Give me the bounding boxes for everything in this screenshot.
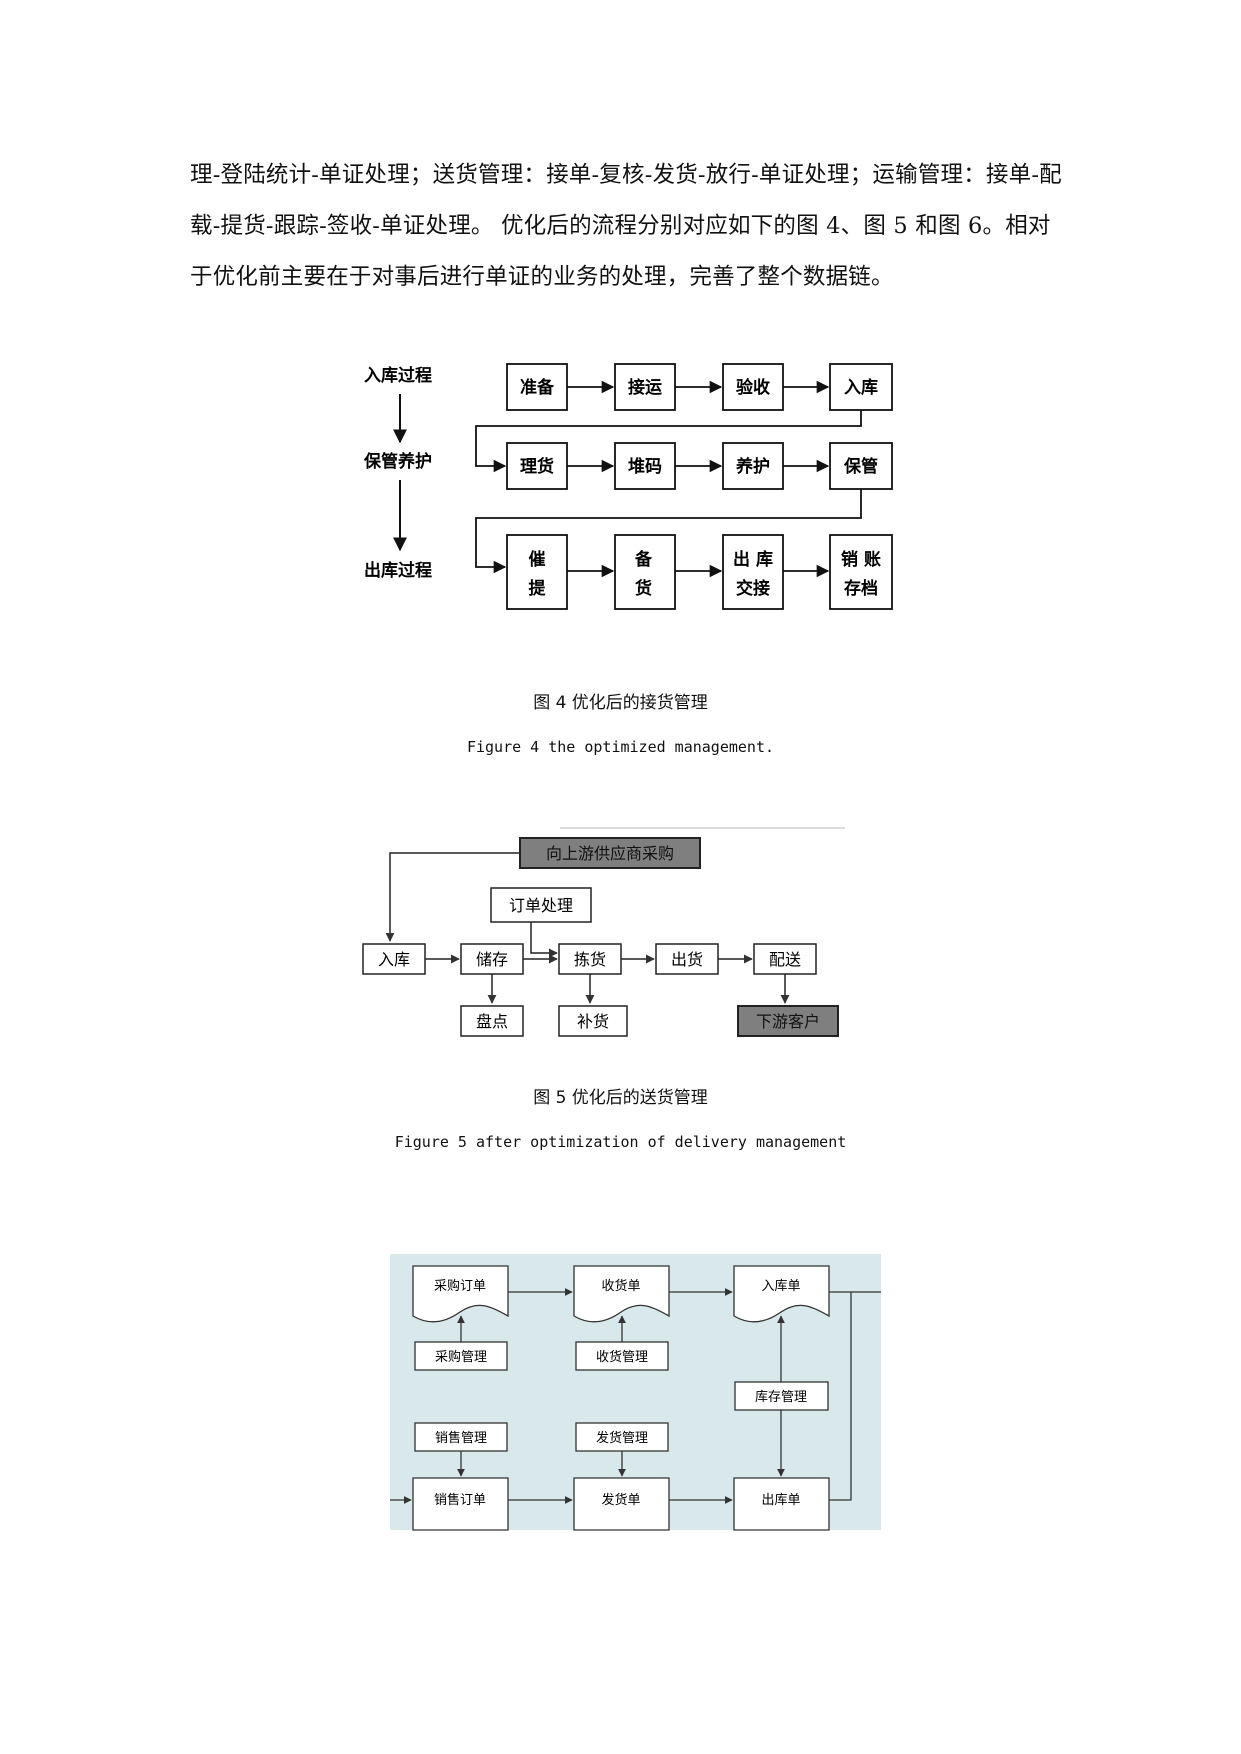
fig6-doc-sales-order: [412, 1477, 509, 1531]
fig4-box-stockup: [614, 534, 676, 610]
fig4-box-stack-label: 堆码: [628, 456, 662, 477]
fig4-box-sort-label: 理货: [520, 456, 554, 477]
fig6-doc-outbound-label: 出库单: [761, 1492, 800, 1508]
fig5-box-supplier: [519, 837, 701, 869]
fig6-box-receipt-mgmt-label: 收货管理: [596, 1349, 648, 1365]
fig4-box-stockup-line2: 货: [635, 578, 652, 599]
fig4-box-inspect-label: 验收: [736, 377, 770, 398]
fig6-doc-outbound: [733, 1477, 830, 1531]
fig6-doc-inbound-label: 入库单: [761, 1278, 800, 1294]
fig5-box-customer-label: 下游客户: [756, 1012, 820, 1031]
fig4-connector-2: [475, 489, 862, 574]
fig4-box-urge: [506, 534, 568, 610]
fig6-box-stock-mgmt-label: 库存管理: [755, 1389, 807, 1405]
figure5-caption-cn: 图 5 优化后的送货管理: [533, 1088, 708, 1108]
figure4-diagram: 入库过程 保管养护 出库过程 准备 接运 验收 入库 理货 堆码 养护 保管: [363, 363, 893, 610]
fig4-box-urge-line1: 催: [529, 549, 546, 570]
fig6-loop-line-2: [829, 1292, 852, 1501]
fig4-connector-1: [475, 410, 862, 473]
body-paragraph: 理-登陆统计-单证处理；送货管理：接单-复核-发货-放行-单证处理；运输管理：接…: [190, 150, 1070, 303]
fig5-box-store: [460, 943, 524, 975]
fig4-stage-in: 入库过程: [364, 365, 432, 386]
fig6-doc-receipt: [573, 1265, 670, 1323]
fig4-box-handover: [722, 534, 784, 610]
fig5-box-pick-label: 拣货: [574, 950, 606, 969]
fig4-box-archive-line2: 存档: [844, 578, 878, 599]
fig5-supplier-to-in: [385, 852, 520, 942]
fig5-box-deliver: [753, 943, 817, 975]
fig5-box-in-label: 入库: [378, 950, 410, 969]
fig5-box-supplier-label: 向上游供应商采购: [546, 844, 674, 863]
fig4-box-keep-label: 保管: [843, 456, 878, 477]
fig5-box-deliver-label: 配送: [769, 950, 801, 969]
fig5-box-replenish: [558, 1005, 628, 1037]
fig6-box-shipping-mgmt: [575, 1422, 669, 1452]
fig4-box-stack: [614, 442, 676, 490]
fig6-doc-shipping: [573, 1477, 670, 1531]
paragraph-text: 理-登陆统计-单证处理；送货管理：接单-复核-发货-放行-单证处理；运输管理：接…: [190, 162, 1062, 290]
fig5-box-customer: [737, 1005, 839, 1037]
fig6-doc-shipping-label: 发货单: [601, 1492, 640, 1508]
fig4-box-receive: [614, 363, 676, 411]
fig5-box-replenish-label: 补货: [577, 1012, 609, 1031]
fig5-box-order: [490, 887, 592, 923]
fig4-box-archive: [829, 534, 893, 610]
fig4-box-prepare-label: 准备: [520, 377, 555, 398]
fig4-box-archive-line1: 销 账: [841, 549, 881, 570]
fig4-box-handover-line2: 交接: [736, 578, 770, 599]
fig6-box-shipping-mgmt-label: 发货管理: [596, 1430, 648, 1446]
fig6-box-purchase-mgmt: [414, 1341, 508, 1371]
fig6-doc-purchase-order: [412, 1265, 509, 1323]
fig4-box-stockup-line1: 备: [634, 549, 653, 570]
fig4-box-warehouse: [829, 363, 893, 411]
figure5-diagram: 向上游供应商采购 订单处理 入库 储存 拣货 出货 配送 盘点 补货 下游客户: [362, 827, 845, 1037]
fig6-box-stock-mgmt: [734, 1381, 829, 1411]
fig6-doc-purchase-order-label: 采购订单: [434, 1278, 486, 1294]
fig4-stage-keep: 保管养护: [363, 451, 432, 472]
fig4-box-prepare: [506, 363, 568, 411]
fig4-box-handover-line1: 出 库: [733, 549, 773, 570]
fig6-doc-sales-order-label: 销售订单: [434, 1492, 486, 1508]
fig5-box-ship-label: 出货: [671, 950, 703, 969]
fig6-doc-receipt-label: 收货单: [601, 1278, 640, 1294]
figure6-diagram: 采购订单 收货单 入库单 采购管理 收货管理 库存管理 销售管理 发货管理 销售…: [390, 1254, 881, 1531]
fig4-box-receive-label: 接运: [628, 377, 662, 398]
fig4-box-maintain-label: 养护: [735, 456, 770, 477]
fig4-box-warehouse-label: 入库: [844, 377, 878, 398]
fig6-box-sales-mgmt-label: 销售管理: [435, 1430, 487, 1446]
fig4-box-maintain: [722, 442, 784, 490]
fig5-box-store-label: 储存: [476, 950, 508, 969]
figure5-caption-en: Figure 5 after optimization of delivery …: [394, 1133, 847, 1151]
fig5-box-order-label: 订单处理: [509, 896, 573, 915]
fig5-box-count-label: 盘点: [476, 1012, 508, 1031]
fig5-order-to-pick: [530, 922, 558, 958]
fig4-box-sort: [506, 442, 568, 490]
figure4-caption-cn: 图 4 优化后的接货管理: [533, 693, 708, 713]
figure4-caption-en: Figure 4 the optimized management.: [466, 738, 775, 756]
fig5-box-count: [460, 1005, 524, 1037]
fig6-doc-inbound: [733, 1265, 830, 1323]
fig4-box-urge-line2: 提: [529, 579, 547, 599]
fig5-box-ship: [655, 943, 719, 975]
fig4-stage-out: 出库过程: [364, 560, 432, 581]
fig6-box-purchase-mgmt-label: 采购管理: [435, 1349, 487, 1365]
